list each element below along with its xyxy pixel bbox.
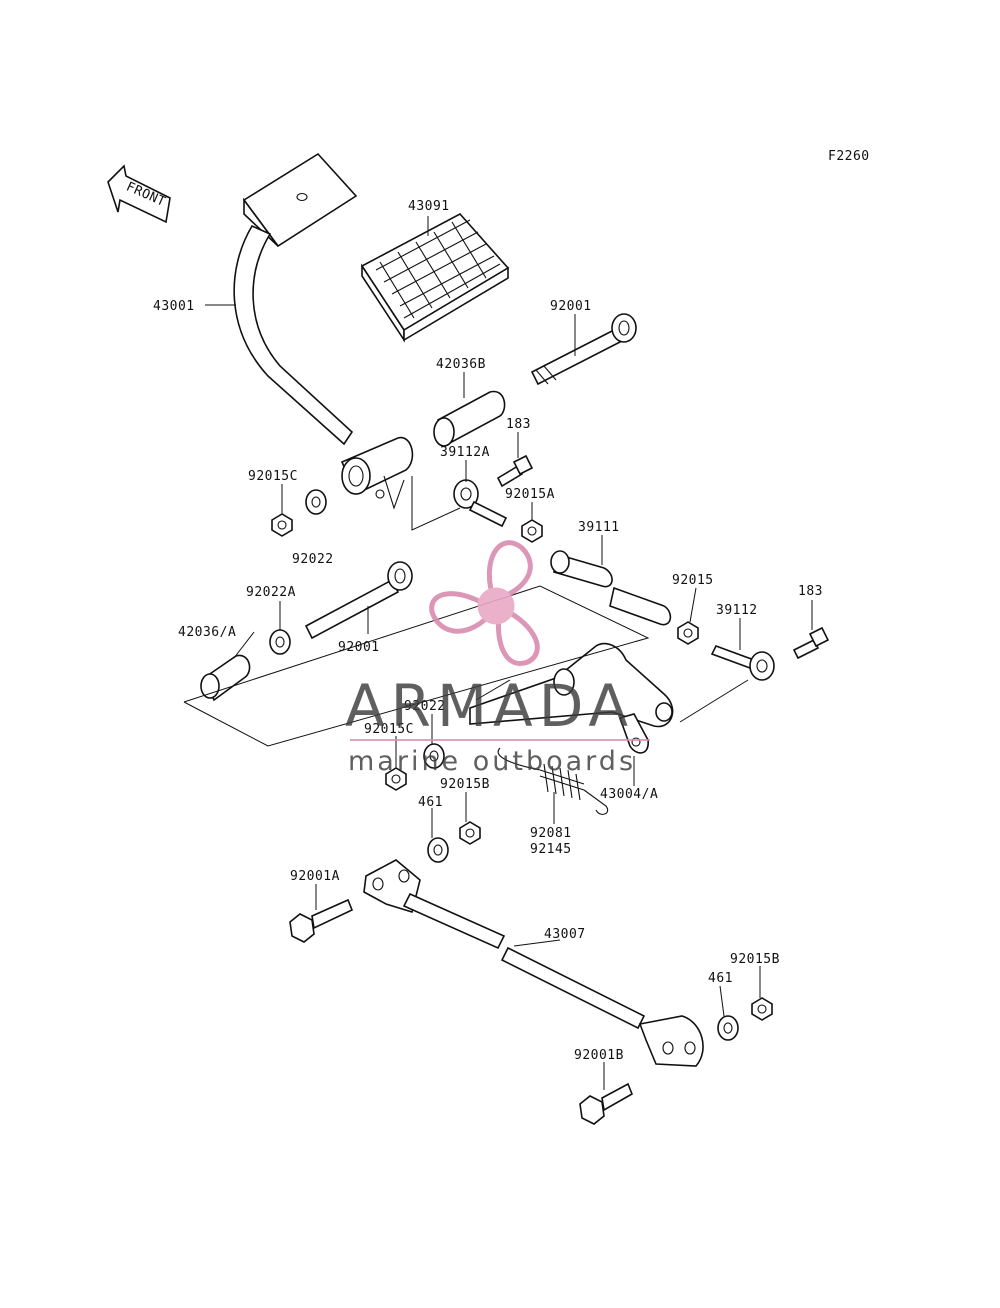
propeller-logo-icon — [429, 540, 540, 666]
label-43001: 43001 — [153, 299, 195, 314]
label-92015b-mid: 92015B — [440, 777, 490, 792]
rod-end-39112a — [453, 479, 508, 528]
label-183-top: 183 — [506, 417, 531, 432]
return-spring — [497, 747, 609, 815]
washer-92022a — [269, 629, 291, 655]
label-92022-mid: 92022 — [404, 699, 446, 714]
pivot-shaft-39111 — [550, 550, 672, 626]
figure-code: F2260 — [828, 149, 870, 164]
label-92022a: 92022A — [246, 585, 296, 600]
nut-92015c-top — [271, 513, 293, 537]
nut-92015b-right — [751, 997, 773, 1021]
label-42036a: 42036/A — [178, 625, 236, 640]
nut-92015 — [677, 621, 699, 645]
washer-top-left — [305, 489, 327, 515]
bolt-92001-top — [530, 313, 637, 386]
label-43007: 43007 — [544, 927, 586, 942]
label-92015c-mid: 92015C — [364, 722, 414, 737]
brake-rod-43007 — [363, 859, 704, 1067]
leader-lines — [183, 216, 813, 1090]
label-43004a: 43004/A — [600, 787, 658, 802]
bolt-92001b — [579, 1082, 634, 1125]
label-43091: 43091 — [408, 199, 450, 214]
label-92001b: 92001B — [574, 1048, 624, 1063]
nut-92015c-mid — [385, 767, 407, 791]
collar-42036a — [200, 654, 251, 702]
bolt-92001-mid — [304, 561, 413, 640]
front-arrow-icon: FRONT — [107, 164, 171, 224]
washer-461-mid — [427, 837, 449, 863]
washer-461-right — [717, 1015, 739, 1041]
rod-end-39112 — [710, 645, 775, 681]
nut-92015a — [521, 519, 543, 543]
label-461-mid: 461 — [418, 795, 443, 810]
label-42036b: 42036B — [436, 357, 486, 372]
collar-42036b — [433, 390, 506, 447]
label-92001-mid: 92001 — [338, 640, 380, 655]
part-labels: 43091 43001 92001 42036B 183 39112A 9201… — [153, 199, 823, 1063]
watermark: ARMADA marine outboards — [345, 540, 650, 777]
label-39112: 39112 — [716, 603, 758, 618]
brake-pedal-arm — [233, 152, 414, 510]
label-92081: 92081 — [530, 826, 572, 841]
label-92022-top: 92022 — [292, 552, 334, 567]
label-183-right: 183 — [798, 584, 823, 599]
label-92015: 92015 — [672, 573, 714, 588]
bracket-43004a — [469, 642, 674, 754]
label-92015b-right: 92015B — [730, 952, 780, 967]
label-92015c-top: 92015C — [248, 469, 298, 484]
label-39111: 39111 — [578, 520, 620, 535]
label-461-right: 461 — [708, 971, 733, 986]
label-92001a: 92001A — [290, 869, 340, 884]
bolt-183-right — [792, 626, 830, 660]
label-92145: 92145 — [530, 842, 572, 857]
washer-92022-mid — [423, 743, 445, 769]
label-92001-top: 92001 — [550, 299, 592, 314]
watermark-brand: ARMADA — [345, 672, 634, 740]
pedal-pad-rubber — [360, 212, 510, 343]
watermark-tagline: marine outboards — [348, 746, 636, 777]
nut-92015b-mid — [459, 821, 481, 845]
label-39112a: 39112A — [440, 445, 490, 460]
label-92015a: 92015A — [505, 487, 555, 502]
bolt-183-top — [496, 454, 534, 488]
bolt-92001a — [289, 898, 354, 943]
